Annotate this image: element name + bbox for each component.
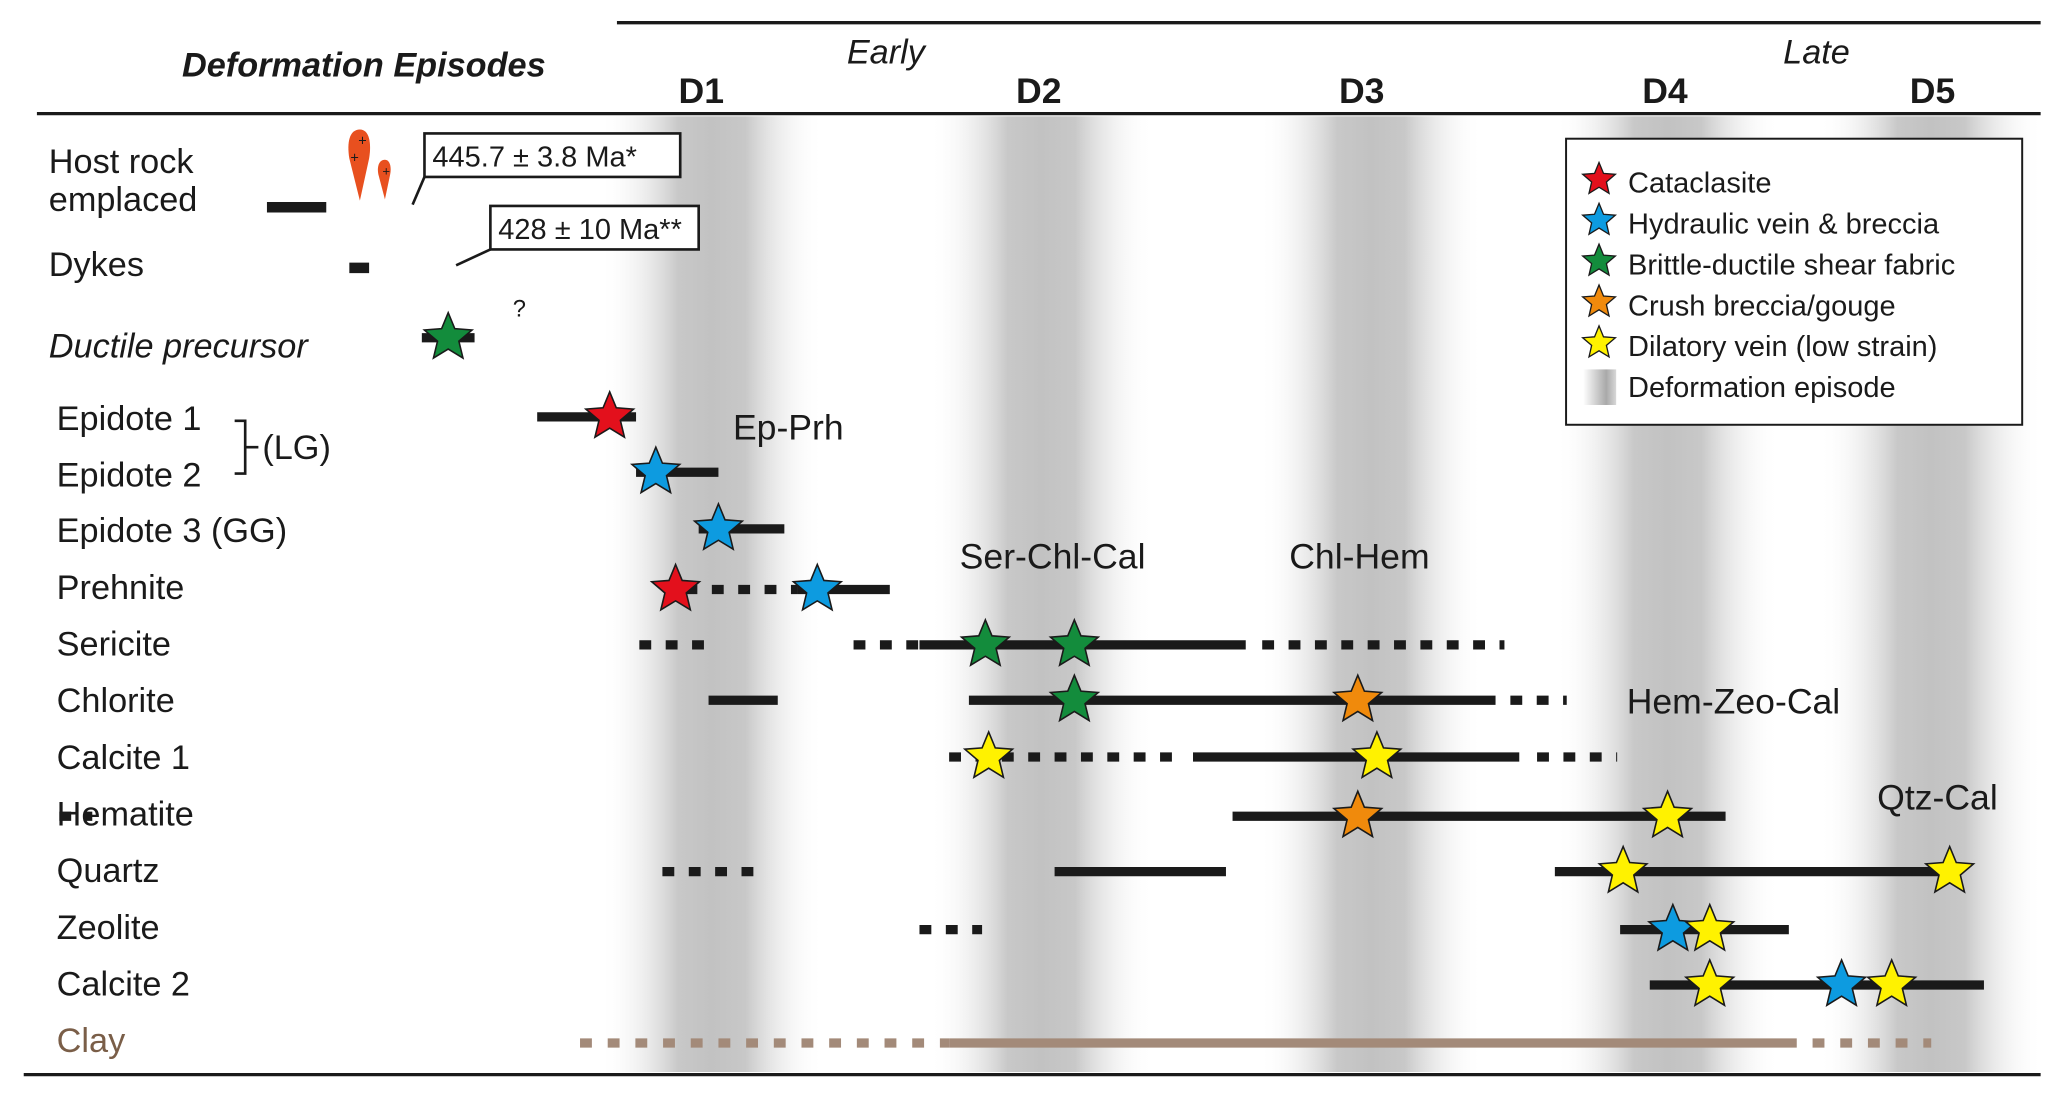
legend-label-band: Deformation episode	[1628, 372, 1896, 404]
star-brittle_ductile-sericite	[1048, 617, 1101, 667]
star-brittle_ductile-sericite	[959, 617, 1012, 667]
legend-label-cataclasite: Cataclasite	[1628, 168, 1771, 200]
row-label-host-2: emplaced	[49, 181, 198, 219]
star-dilatory-quartz	[1597, 844, 1649, 894]
lg-bracket: (LG)	[234, 419, 331, 475]
svg-text:+: +	[350, 150, 358, 166]
age-dykes: 428 ± 10 Ma**	[498, 214, 682, 246]
episode-label-d2: D2	[1016, 71, 1061, 111]
legend-star-cataclasite	[1581, 160, 1618, 195]
star-brittle_ductile-ductile	[422, 310, 475, 360]
star-crush-chlorite	[1331, 673, 1384, 723]
legend-star-dilatory	[1581, 324, 1618, 359]
star-hydraulic-ep3	[692, 501, 745, 551]
star-brittle_ductile-chlorite	[1048, 673, 1101, 723]
svg-text:+: +	[382, 164, 390, 179]
legend-box	[1565, 137, 2024, 426]
legend-band-swatch	[1583, 369, 1617, 405]
deformation-band-d3	[1258, 116, 1484, 1073]
age-callout-dykes: 428 ± 10 Ma**	[455, 204, 700, 267]
assemblage-ser-chl-cal: Ser-Chl-Cal	[960, 536, 1146, 576]
legend-star-hydraulic	[1581, 201, 1618, 236]
legend-label-crush: Crush breccia/gouge	[1628, 290, 1896, 322]
star-hydraulic-prehnite	[791, 562, 844, 612]
row-label-prehnite: Prehnite	[57, 569, 185, 607]
deformation-band-d2	[929, 116, 1154, 1073]
legend-star-brittle_ductile	[1581, 242, 1618, 277]
row-label-ductile: Ductile precursor	[49, 328, 310, 366]
assemblage-qtz-cal: Qtz-Cal	[1877, 778, 1998, 818]
legend-label-hydraulic: Hydraulic vein & breccia	[1628, 209, 1940, 241]
row-label-dykes: Dykes	[49, 246, 144, 284]
row-label-sericite: Sericite	[57, 625, 171, 663]
ductile-query-mark: ?	[513, 297, 526, 323]
deformation-stars	[422, 310, 1976, 1008]
lg-bracket-label: (LG)	[262, 429, 331, 467]
row-label-quartz: Quartz	[57, 852, 160, 890]
episode-label-d5: D5	[1910, 71, 1955, 111]
row-label-ep3: Epidote 3 (GG)	[57, 512, 287, 550]
svg-text:+: +	[358, 133, 366, 149]
row-label-clay: Clay	[57, 1022, 126, 1060]
star-dilatory-hematite	[1641, 789, 1694, 839]
star-hydraulic-calcite2	[1815, 957, 1868, 1008]
diagram-title: Deformation Episodes	[182, 47, 546, 85]
assemblage-chl-hem: Chl-Hem	[1289, 536, 1429, 576]
row-label-calcite2: Calcite 2	[57, 966, 190, 1004]
row-label-chlorite: Chlorite	[57, 682, 175, 720]
star-dilatory-calcite2	[1865, 957, 1918, 1008]
early-label: Early	[847, 34, 927, 72]
row-labels: Host rock emplaced Dykes Ductile precurs…	[49, 143, 310, 1060]
legend-label-dilatory: Dilatory vein (low strain)	[1628, 331, 1937, 363]
age-host: 445.7 ± 3.8 Ma*	[432, 141, 637, 173]
star-dilatory-quartz	[1923, 844, 1976, 894]
star-dilatory-calcite1	[962, 729, 1015, 779]
legend-label-brittle_ductile: Brittle-ductile shear fabric	[1628, 249, 1955, 281]
episode-labels: D1 D2 D3 D4 D5	[679, 71, 1956, 111]
star-cataclasite-ep1	[583, 389, 636, 439]
star-hydraulic-ep2	[629, 445, 682, 495]
assemblage-hem-zeo-cal: Hem-Zeo-Cal	[1627, 681, 1841, 721]
row-label-calcite1: Calcite 1	[57, 739, 190, 777]
host-rock-intrusion-icon: + + +	[348, 129, 391, 201]
star-cataclasite-prehnite	[649, 562, 702, 612]
episode-label-d4: D4	[1642, 71, 1688, 111]
assemblage-ep-prh: Ep-Prh	[733, 407, 844, 447]
late-label: Late	[1783, 34, 1850, 72]
row-label-hematite: Hematite	[57, 796, 194, 834]
age-callout-host: 445.7 ± 3.8 Ma*	[411, 132, 682, 206]
row-label-host-1: Host rock	[49, 143, 195, 181]
row-label-zeolite: Zeolite	[57, 909, 160, 947]
star-dilatory-calcite1	[1351, 729, 1403, 779]
row-label-ep1: Epidote 1	[57, 400, 202, 438]
episode-label-d1: D1	[679, 71, 724, 111]
episode-label-d3: D3	[1339, 71, 1384, 111]
star-dilatory-zeolite	[1683, 902, 1736, 952]
star-dilatory-calcite2	[1683, 957, 1736, 1008]
row-label-ep2: Epidote 2	[57, 457, 202, 495]
star-crush-hematite	[1331, 789, 1384, 839]
legend-star-crush	[1581, 283, 1618, 318]
